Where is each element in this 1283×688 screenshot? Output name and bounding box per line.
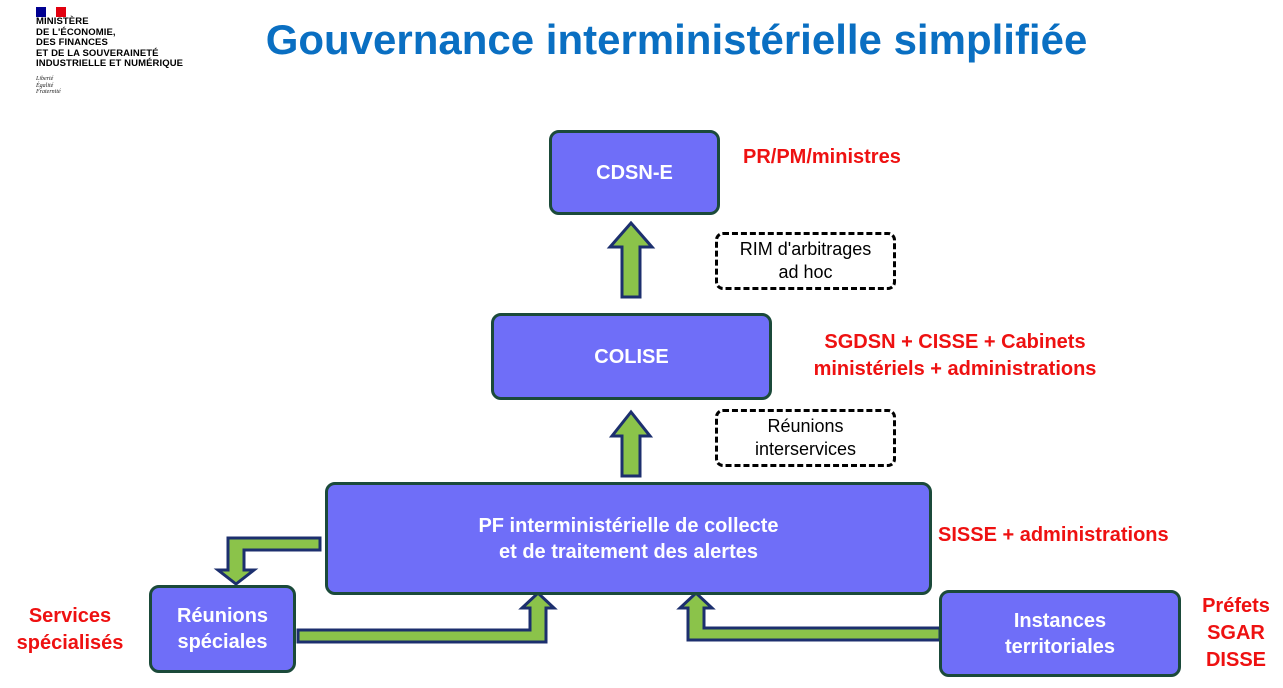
elbow-arrow-icon	[296, 590, 558, 644]
reunions-speciales-box: Réunions spéciales	[149, 585, 296, 673]
up-arrow-icon	[608, 409, 654, 478]
reunions-interservices-note: Réunions interservices	[715, 409, 896, 467]
motto-line: Égalité	[36, 82, 54, 89]
colise-participants-label: SGDSN + CISSE + Cabinets ministériels + …	[813, 331, 1097, 380]
colise-box: COLISE	[491, 313, 772, 400]
up-arrow-icon	[606, 220, 656, 299]
pf-interministerielle-box: PF interministérielle de collecte et de …	[325, 482, 932, 595]
ministry-name: MINISTÈRE DE L'ÉCONOMIE, DES FINANCES ET…	[36, 16, 184, 70]
ministry-line: ET DE LA SOUVERAINETÉ	[36, 47, 159, 59]
pf-participants-label: SISSE + administrations	[938, 524, 1169, 546]
rim-arbitrages-note: RIM d'arbitrages ad hoc	[715, 232, 896, 290]
page-title: Gouvernance interministérielle simplifié…	[265, 16, 1088, 63]
republic-motto: Liberté Égalité Fraternité	[36, 76, 61, 96]
marianne-logo-icon	[36, 4, 66, 17]
ministry-line: DES FINANCES	[36, 37, 108, 48]
prefets-label: Préfets SGAR DISSE	[1202, 595, 1270, 671]
ministry-line: DE L'ÉCONOMIE,	[36, 26, 116, 38]
services-specialises-label: Services spécialisés	[16, 605, 124, 654]
elbow-arrow-icon	[213, 536, 322, 586]
motto-line: Liberté	[36, 76, 54, 82]
ministry-line: INDUSTRIELLE ET NUMÉRIQUE	[36, 58, 184, 69]
cdsn-e-box: CDSN-E	[549, 130, 720, 215]
elbow-arrow-icon	[676, 590, 942, 642]
instances-territoriales-box: Instances territoriales	[939, 590, 1181, 677]
motto-line: Fraternité	[36, 89, 61, 95]
cdsn-e-participants-label: PR/PM/ministres	[743, 146, 901, 168]
ministry-line: MINISTÈRE	[36, 16, 89, 27]
